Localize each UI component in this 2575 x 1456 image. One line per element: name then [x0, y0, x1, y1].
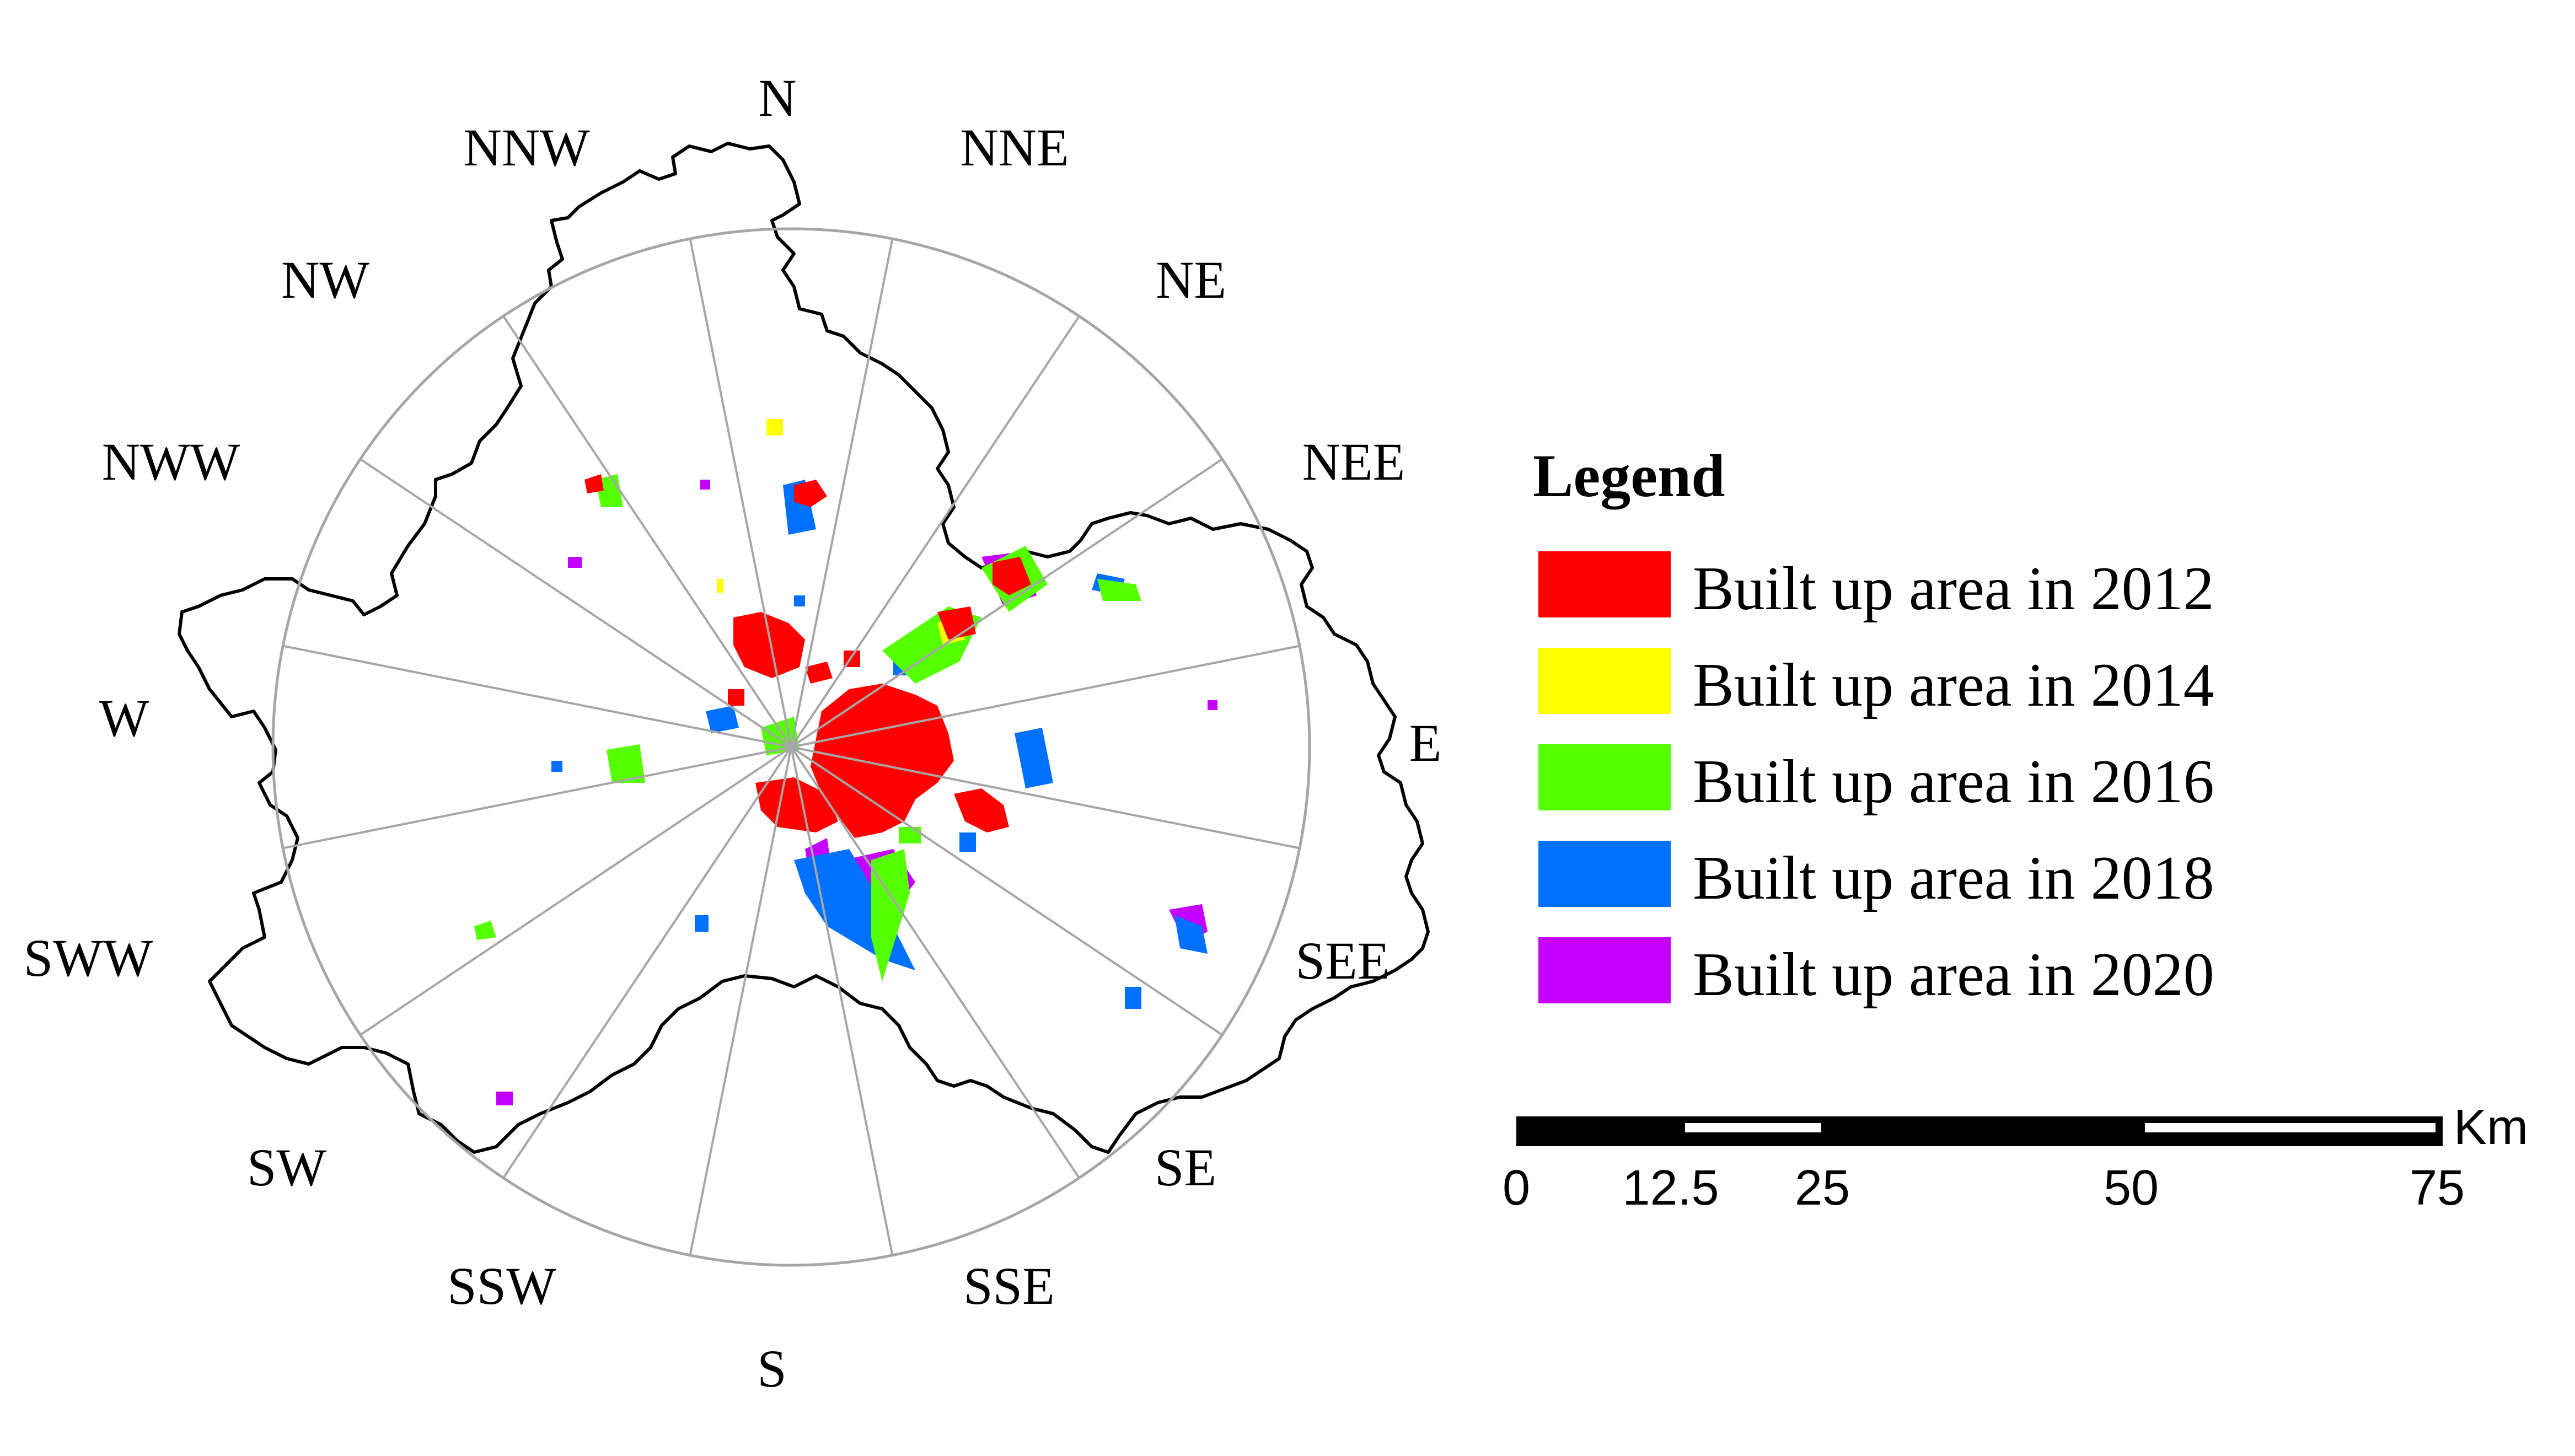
sector-divider-line	[790, 238, 894, 748]
direction-label-n: N	[758, 68, 796, 127]
direction-label-nne: NNE	[960, 118, 1069, 177]
scale-tick-75: 75	[2410, 1160, 2465, 1216]
legend-swatch-2016	[1538, 744, 1671, 810]
sector-divider-line	[502, 746, 792, 1179]
direction-labels: N NNE NE NEE E SEE SE SSE S SSW SW SWW W…	[24, 68, 1442, 1398]
direction-label-nw: NW	[281, 250, 369, 309]
sector-outer-ring	[271, 227, 1311, 1267]
direction-label-w: W	[99, 689, 149, 748]
sector-divider-line	[790, 746, 894, 1256]
legend-item-2016: Built up area in 2016	[1538, 744, 2214, 816]
direction-label-e: E	[1409, 713, 1442, 772]
legend-label-2020: Built up area in 2020	[1693, 941, 2214, 1009]
legend-swatch-2018	[1538, 841, 1671, 907]
sector-divider-line	[282, 746, 792, 850]
sector-divider-line	[689, 238, 792, 748]
scale-bar-segment-white-1	[1685, 1123, 1821, 1132]
legend-label-2016: Built up area in 2016	[1693, 748, 2214, 816]
sector-divider-line	[791, 746, 1300, 850]
sector-divider-line	[689, 746, 792, 1256]
legend-item-2020: Built up area in 2020	[1538, 937, 2214, 1009]
sector-divider-line	[791, 644, 1300, 748]
direction-label-s: S	[757, 1339, 786, 1398]
legend-item-2012: Built up area in 2012	[1538, 551, 2214, 623]
legend-title: Legend	[1533, 442, 1725, 509]
direction-sector-grid	[271, 227, 1311, 1267]
direction-label-nee: NEE	[1302, 432, 1405, 491]
sector-divider-line	[790, 746, 1080, 1179]
direction-label-sse: SSE	[963, 1256, 1054, 1315]
legend-label-2012: Built up area in 2012	[1693, 555, 2214, 623]
scale-tick-50: 50	[2104, 1160, 2159, 1216]
legend: Legend Built up area in 2012 Built up ar…	[1533, 442, 2214, 1009]
direction-label-sww: SWW	[24, 928, 153, 987]
scale-bar: Km 0 12.5 25 50 75	[1503, 1100, 2528, 1216]
sector-divider-line	[282, 644, 792, 748]
sector-divider-line	[790, 746, 1223, 1036]
direction-label-nnw: NNW	[463, 118, 590, 177]
direction-label-se: SE	[1155, 1138, 1216, 1197]
direction-label-ne: NE	[1156, 250, 1226, 309]
legend-swatch-2020	[1538, 937, 1671, 1003]
scale-bar-segment-white-2	[2145, 1123, 2435, 1132]
sector-divider-line	[360, 746, 792, 1036]
direction-label-ssw: SSW	[447, 1256, 556, 1315]
sector-divider-line	[502, 315, 792, 748]
scale-tick-25: 25	[1795, 1160, 1850, 1216]
built-up-patches	[474, 419, 1217, 1105]
sector-divider-line	[790, 315, 1080, 748]
legend-label-2018: Built up area in 2018	[1693, 844, 2214, 912]
scale-tick-12-5: 12.5	[1622, 1160, 1719, 1216]
direction-label-sw: SW	[247, 1138, 326, 1197]
legend-item-2014: Built up area in 2014	[1538, 648, 2214, 719]
study-area-boundary	[178, 142, 1430, 1154]
legend-label-2014: Built up area in 2014	[1693, 651, 2214, 719]
sector-divider-line	[790, 458, 1223, 748]
legend-swatch-2014	[1538, 648, 1671, 714]
scale-tick-0: 0	[1503, 1160, 1530, 1216]
legend-swatch-2012	[1538, 551, 1671, 617]
direction-label-see: SEE	[1296, 931, 1390, 990]
legend-item-2018: Built up area in 2018	[1538, 841, 2214, 912]
scale-bar-unit: Km	[2454, 1100, 2528, 1155]
direction-label-nww: NWW	[102, 432, 240, 491]
sector-divider-line	[360, 458, 792, 748]
